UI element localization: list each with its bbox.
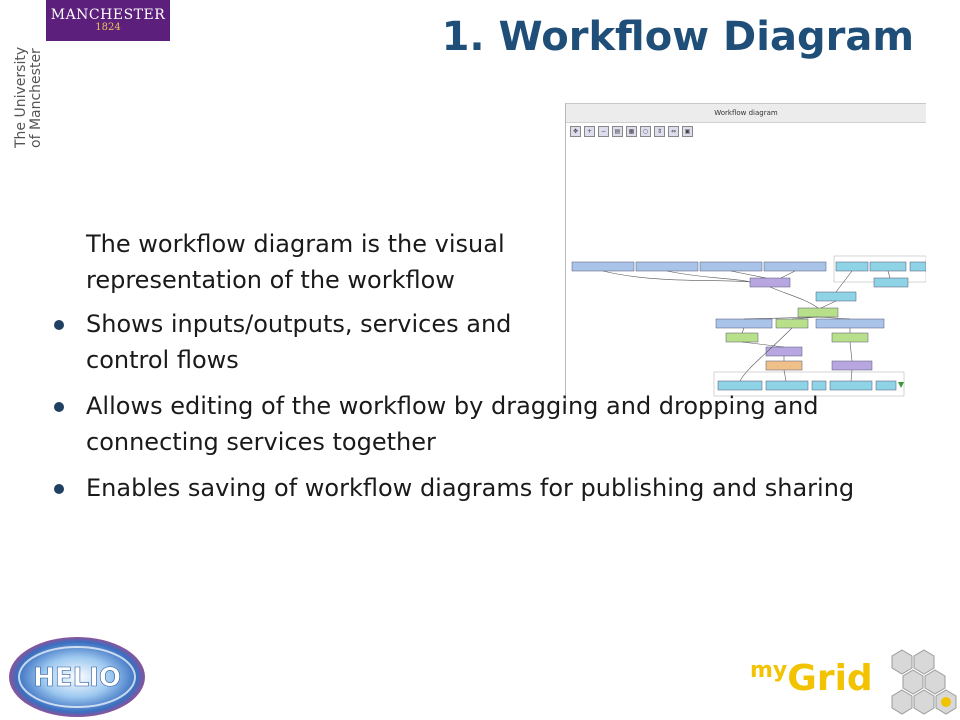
- input-node: [869, 261, 907, 272]
- manchester-year: 1824: [95, 22, 121, 33]
- mygrid-logo: myGrid: [750, 648, 960, 720]
- bullet-icon: [54, 320, 64, 330]
- layout-icon[interactable]: ▤: [612, 126, 623, 137]
- helio-text: HELIO: [33, 663, 121, 693]
- slide-body: The workflow diagram is the visual repre…: [54, 226, 874, 516]
- hexagon-cluster-icon: [891, 649, 957, 715]
- list-item: Shows inputs/outputs, services and contr…: [54, 306, 526, 378]
- university-wordmark: The University of Manchester: [13, 46, 44, 148]
- grid-icon[interactable]: ▦: [626, 126, 637, 137]
- circle-icon[interactable]: ○: [640, 126, 651, 137]
- mygrid-grid: Grid: [787, 658, 873, 699]
- bullet-text: Allows editing of the workflow by draggi…: [86, 392, 819, 456]
- panel-title: Workflow diagram: [566, 104, 926, 123]
- helio-logo: HELIO: [9, 637, 145, 717]
- list-item: Enables saving of workflow diagrams for …: [54, 470, 866, 506]
- expand-icon[interactable]: ⇕: [654, 126, 665, 137]
- zoom-out-icon[interactable]: −: [598, 126, 609, 137]
- manchester-logo: MANCHESTER 1824: [46, 0, 170, 41]
- mygrid-my: my: [750, 658, 788, 683]
- move-icon[interactable]: ✥: [570, 126, 581, 137]
- output-node: [811, 380, 827, 391]
- workflow-graph: [571, 255, 926, 397]
- output-arrow-icon: [898, 382, 904, 388]
- mygrid-wordmark: myGrid: [750, 658, 873, 699]
- input-node: [909, 261, 926, 272]
- university-line-2: of Manchester: [28, 48, 44, 148]
- output-node: [765, 380, 809, 391]
- collapse-icon[interactable]: ⇔: [668, 126, 679, 137]
- intro-text: The workflow diagram is the visual repre…: [86, 230, 505, 294]
- output-node: [875, 380, 897, 391]
- service-node: [873, 277, 909, 288]
- control-links: [602, 270, 891, 382]
- zoom-in-icon[interactable]: +: [584, 126, 595, 137]
- list-item: Allows editing of the workflow by draggi…: [54, 388, 876, 460]
- bullet-text: Enables saving of workflow diagrams for …: [86, 474, 855, 502]
- university-line-1: The University: [13, 46, 29, 148]
- workflow-diagram-screenshot: Workflow diagram ✥ + − ▤ ▦ ○ ⇕ ⇔ ▣: [565, 103, 926, 409]
- bullet-text: Shows inputs/outputs, services and contr…: [86, 310, 512, 374]
- diagram-toolbar: ✥ + − ▤ ▦ ○ ⇕ ⇔ ▣: [566, 123, 926, 142]
- manchester-name: MANCHESTER: [50, 7, 166, 23]
- slide-title: 1. Workflow Diagram: [441, 14, 914, 60]
- image-icon[interactable]: ▣: [682, 126, 693, 137]
- bullet-icon: [54, 402, 64, 412]
- bullet-icon: [54, 484, 64, 494]
- output-ports-group: [713, 371, 905, 397]
- intro-paragraph: The workflow diagram is the visual repre…: [86, 226, 556, 298]
